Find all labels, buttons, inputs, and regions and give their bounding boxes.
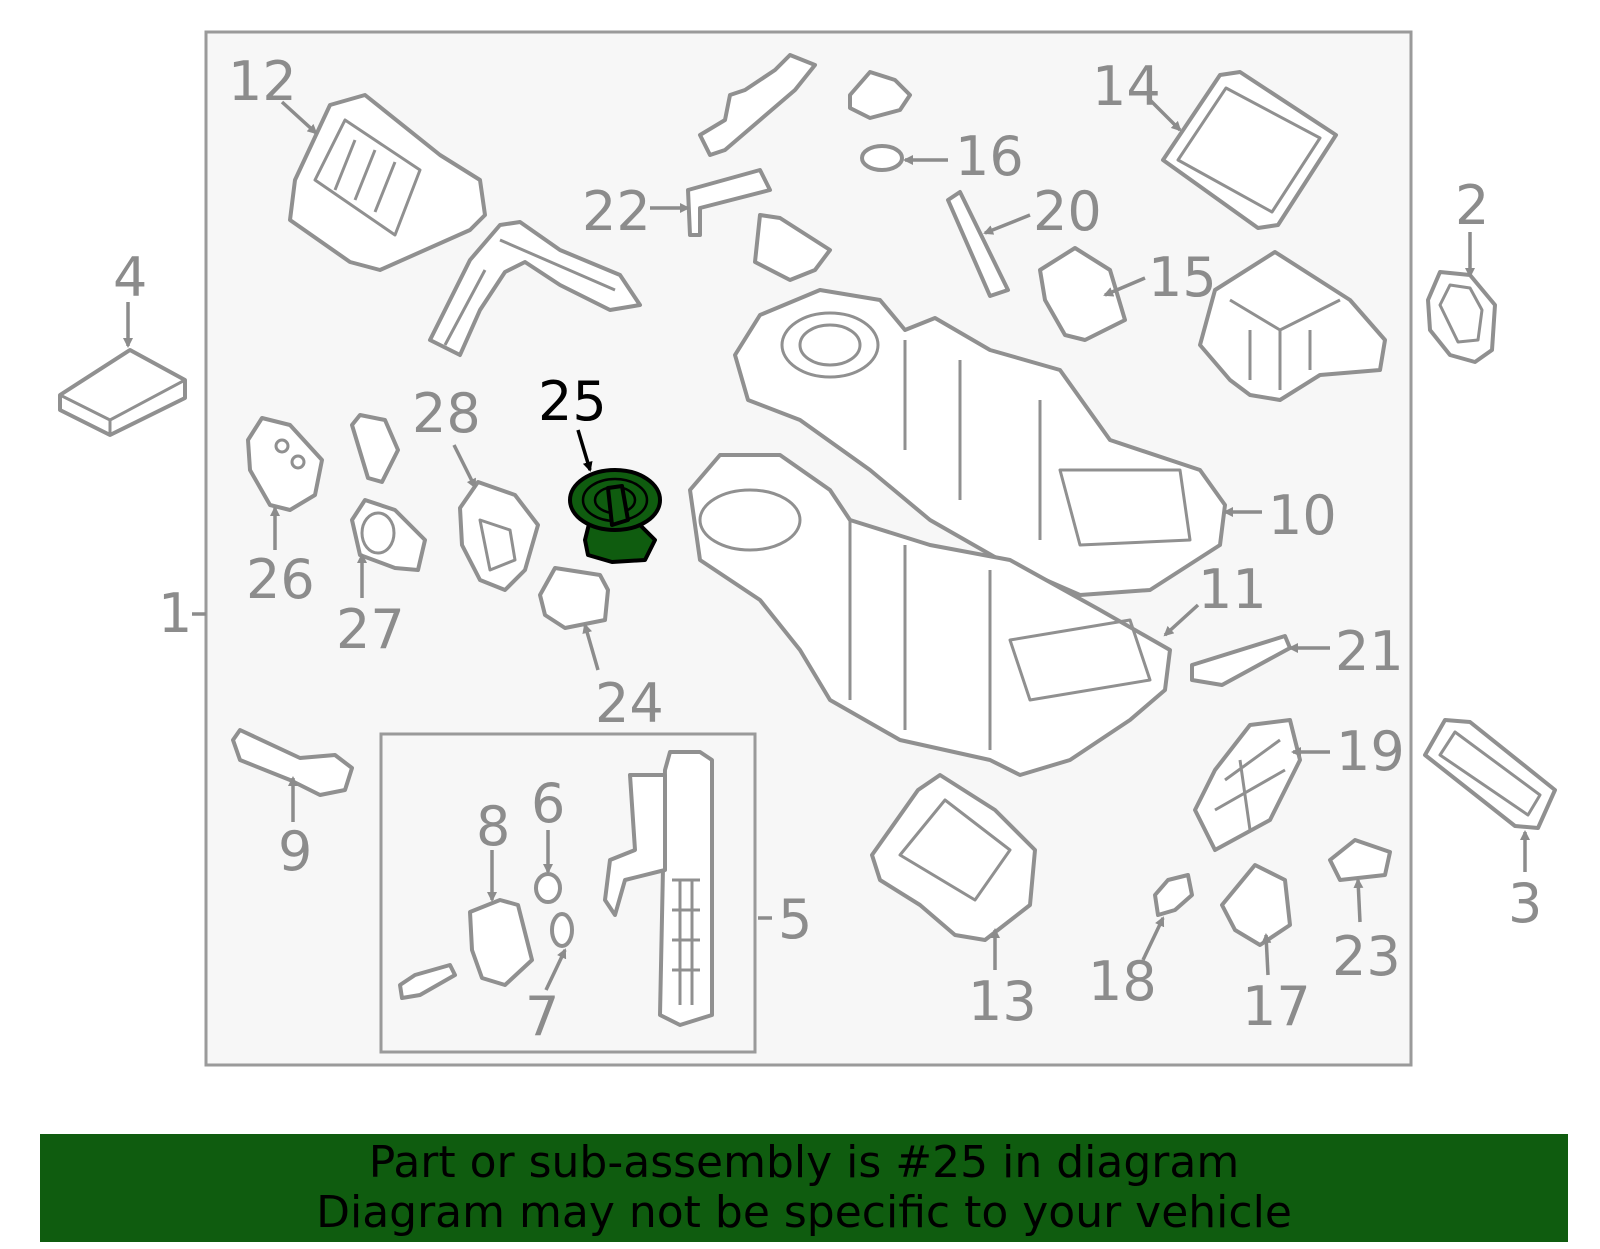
callout-16: 16 <box>955 125 1024 188</box>
callout-22: 22 <box>582 180 651 243</box>
callout-2: 2 <box>1455 174 1489 237</box>
part-15-shape <box>1038 246 1127 342</box>
part-10-shape <box>733 288 1227 597</box>
callout-13: 13 <box>968 970 1037 1033</box>
callout-21: 21 <box>1335 620 1404 683</box>
callout-18: 18 <box>1088 950 1157 1013</box>
callout-12: 12 <box>228 50 297 113</box>
part-12-shape <box>288 93 487 272</box>
callout-8: 8 <box>476 795 510 858</box>
part-9-shape <box>231 728 354 797</box>
part-26-shape <box>246 416 324 512</box>
part-24-shape <box>538 566 610 630</box>
callout-20: 20 <box>1033 180 1102 243</box>
callout-17: 17 <box>1242 975 1311 1038</box>
callout-11: 11 <box>1198 558 1267 621</box>
callout-26: 26 <box>246 548 315 611</box>
actuator-small-shape <box>350 413 400 484</box>
callout-10: 10 <box>1268 484 1337 547</box>
callout-3: 3 <box>1508 872 1542 935</box>
callout-14: 14 <box>1092 55 1161 118</box>
banner-line-1: Part or sub-assembly is #25 in diagram <box>368 1137 1240 1188</box>
part-25-highlight <box>568 468 662 564</box>
part-6-shape <box>534 872 562 904</box>
distribution-housing-shape <box>1198 250 1387 402</box>
part-18-shape <box>1153 873 1194 917</box>
callout-25: 25 <box>538 370 607 433</box>
callout-15: 15 <box>1148 246 1217 309</box>
part-21-shape <box>1190 634 1292 687</box>
callout-23: 23 <box>1332 925 1401 988</box>
part-5-shape <box>603 750 714 1027</box>
callout-27: 27 <box>336 598 405 661</box>
part-3-shape <box>1423 718 1557 830</box>
bracket-top-shape <box>698 53 817 157</box>
part-4-shape <box>58 348 187 437</box>
callout-6: 6 <box>531 772 565 835</box>
callout-1: 1 <box>158 582 192 645</box>
callout-19: 19 <box>1336 720 1405 783</box>
part-7-shape <box>550 912 574 948</box>
part-8-shape <box>468 898 534 987</box>
part-20-shape <box>946 190 1010 298</box>
banner-line-2: Diagram may not be specific to your vehi… <box>316 1187 1292 1238</box>
part-23-shape <box>1328 838 1392 882</box>
part-14-shape <box>1161 70 1338 230</box>
part-19-shape <box>1193 718 1302 852</box>
part-2-shape <box>1426 270 1497 364</box>
callout-5: 5 <box>778 888 812 951</box>
callout-28: 28 <box>412 382 481 445</box>
part-13-shape <box>870 773 1037 942</box>
callout-24: 24 <box>595 672 664 735</box>
part-22-shape <box>686 168 772 237</box>
part-28-shape <box>458 480 540 592</box>
part-11-shape <box>688 453 1172 777</box>
part-16-shape <box>860 144 904 172</box>
actuator-top-shape <box>848 70 912 120</box>
callout-7: 7 <box>525 985 559 1048</box>
heater-pipes-shape <box>428 220 642 357</box>
misc-piece-shape <box>753 213 832 282</box>
info-banner: Part or sub-assembly is #25 in diagram D… <box>40 1134 1568 1242</box>
callout-4: 4 <box>113 246 147 309</box>
part-17-shape <box>1220 863 1292 947</box>
tube-piece-shape <box>398 963 457 1000</box>
callout-9: 9 <box>278 820 312 883</box>
